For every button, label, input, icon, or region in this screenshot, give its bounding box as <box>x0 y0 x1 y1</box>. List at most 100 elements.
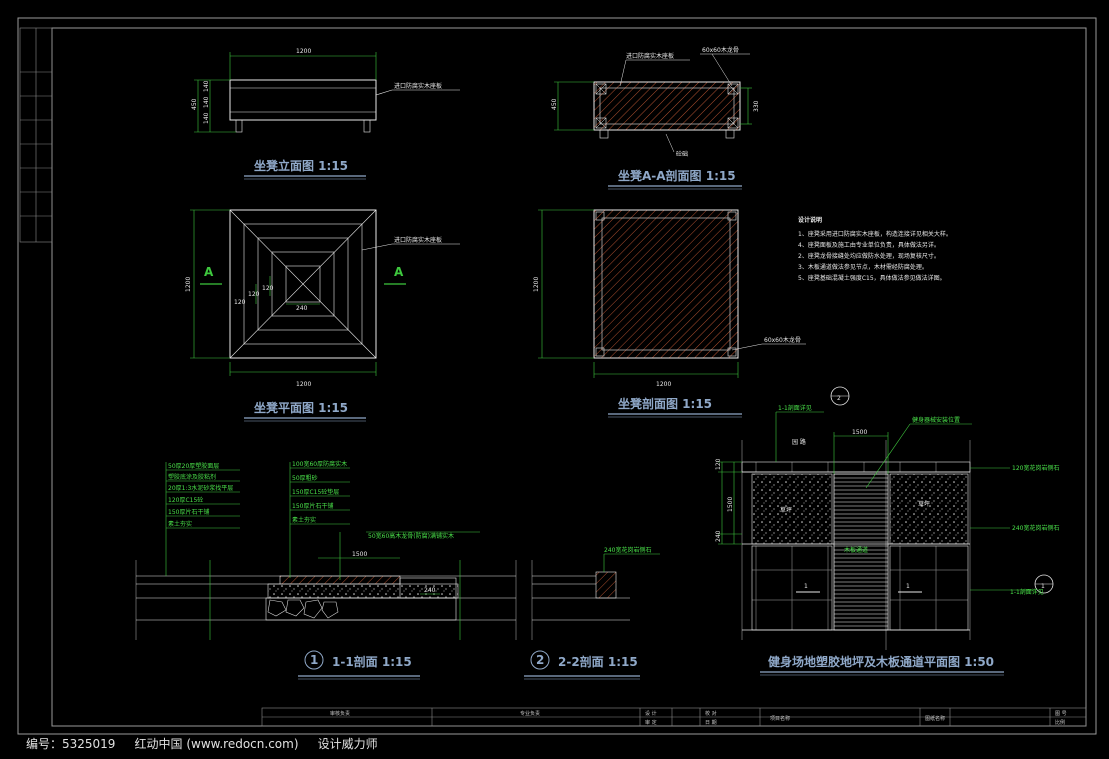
bench-elevation-text: 1200 450 140 140 140 进口防腐实木座板 坐凳立面图 1:15 <box>191 48 442 173</box>
bench-plan-text: A A 1200 1200 120 120 120 240 进口防腐实木座板 坐… <box>185 236 442 415</box>
fit-side1-label: 120宽花岗岩侧石 <box>1012 464 1059 472</box>
design-notes: 设计说明 1、座凳采用进口防腐实木座板，构造连接详见相关大样。 4、座凳面板及施… <box>798 216 952 282</box>
bench-cut-plan-text: 1200 1200 60x60木龙骨 坐凳剖面图 1:15 <box>533 277 801 411</box>
fitness-plan-drawing <box>718 386 1054 650</box>
tb-cell-7: 图 号 <box>1055 711 1067 717</box>
cut-frame-note: 60x60木龙骨 <box>764 336 801 344</box>
dim-plan-c: 120 <box>262 285 274 292</box>
section22-note: 240宽花岗岩侧石 <box>604 546 651 554</box>
layer-left: 20厚1:3水泥砂浆找平层 <box>168 484 233 492</box>
section-11-text: 50厚20厚塑胶面层 塑胶底涂及胶粘剂 20厚1:3水泥砂浆找平层 120厚C1… <box>168 460 454 670</box>
fit-grass-left: 草坪 <box>780 506 792 514</box>
design-note-line: 4、座凳面板及施工由专业单位负责，具体做法另详。 <box>798 241 940 249</box>
dim-elev-width: 1200 <box>296 48 311 55</box>
title-block <box>261 707 1087 727</box>
design-note-line: 3、木板通道做法参见节点，木材需经防腐处理。 <box>798 263 928 271</box>
dim-elev-sub2: 140 <box>203 96 210 108</box>
dim-elev-sub3: 140 <box>203 112 210 124</box>
section-22-text: 240宽花岗岩侧石 2 2-2剖面 1:15 <box>530 546 651 670</box>
tb-cell-0: 审核负责 <box>330 710 350 717</box>
fit-grass-right: 草坪 <box>918 500 930 508</box>
dim-fit-h1: 120 <box>715 458 722 470</box>
aa-wood-note: 进口防腐实木座板 <box>626 52 674 60</box>
caption-bench-plan: 坐凳平面图 1:15 <box>254 400 348 415</box>
tb-cell-4: 校 对 <box>705 710 717 717</box>
fit-mark-detail-label: 1-1剖面详见 <box>778 404 812 412</box>
dim-elev-sub1: 140 <box>203 80 210 92</box>
layer-mid: 150厚C15砼垫层 <box>292 488 339 496</box>
layer-left: 塑胶底涂及胶粘剂 <box>168 473 216 481</box>
layer-mid: 100宽60厚防腐实木 <box>292 460 347 468</box>
caption-section-11: 1-1剖面 1:15 <box>332 654 412 669</box>
tb-cell-6: 图纸名称 <box>925 715 945 722</box>
dim-plan-d: 240 <box>296 305 308 312</box>
wood-joist-label: 50宽60高木龙骨(防腐)满铺实木 <box>368 532 454 540</box>
section-22-num: 2 <box>536 653 544 667</box>
plan-mark-a-left: A <box>204 265 214 279</box>
fit-detail-label: 1-1剖面详见 <box>1010 588 1044 596</box>
fitness-plan-text: 1-1剖面详见 2 健身器械安装位置 1500 园 路 120 1500 240… <box>715 395 1059 669</box>
dim-section-inner: 330 <box>753 100 760 112</box>
tb-cell-2: 设 计 <box>645 710 657 717</box>
fit-mark-2: 2 <box>837 395 841 402</box>
layer-mid: 素土夯实 <box>292 516 316 524</box>
dim-sec11-right: 240 <box>424 587 436 594</box>
fit-top-label: 健身器械安装位置 <box>912 416 960 424</box>
tb-cell-3: 审 定 <box>645 719 657 726</box>
elev-wood-note: 进口防腐实木座板 <box>394 82 442 90</box>
tb-cell-8: 日 期 <box>705 720 717 726</box>
dim-plan-width: 1200 <box>296 381 311 388</box>
tb-cell-5: 项目名称 <box>770 715 790 722</box>
revision-strip <box>19 27 53 243</box>
section-22-drawing <box>531 553 660 640</box>
layer-mid: 50厚粗砂 <box>292 474 318 482</box>
fit-mark-1-left: 1 <box>804 583 808 590</box>
bench-cut-plan-drawing <box>538 209 806 378</box>
layer-left: 120厚C15砼 <box>168 496 203 504</box>
caption-bench-elevation: 坐凳立面图 1:15 <box>254 158 348 173</box>
dim-sec11-width: 1500 <box>352 551 367 558</box>
tb-cell-1: 专业负责 <box>520 710 540 717</box>
dim-plan-a: 120 <box>234 299 246 306</box>
dim-elev-height: 450 <box>191 98 198 110</box>
layer-left: 50厚20厚塑胶面层 <box>168 462 219 470</box>
watermark: 编号：5325019 红动中国 (www.redocn.com) 设计威力师 <box>26 737 378 751</box>
fit-wood-label: 木板通道 <box>844 546 868 554</box>
tb-cell-9: 比例 <box>1055 719 1065 726</box>
design-notes-title: 设计说明 <box>798 216 822 224</box>
design-note-line: 5、座凳基础混凝土强度C15，具体做法参见做法详图。 <box>798 274 946 282</box>
design-note-line: 2、座凳龙骨接缝处均应做防水处理，现场复核尺寸。 <box>798 252 940 260</box>
bench-plan-drawing <box>190 209 460 376</box>
fit-mark-1-circle: 1 <box>1041 583 1045 590</box>
bench-section-aa-drawing <box>554 53 752 153</box>
dim-fit-h3: 240 <box>715 530 722 542</box>
dim-fit-width: 1500 <box>852 429 867 436</box>
dim-plan-height: 1200 <box>185 277 192 292</box>
design-note-line: 1、座凳采用进口防腐实木座板，构造连接详见相关大样。 <box>798 230 952 238</box>
layer-mid: 150厚片石干铺 <box>292 502 333 510</box>
dim-fit-h2: 1500 <box>727 497 734 512</box>
dim-cut-width: 1200 <box>656 381 671 388</box>
plan-wood-note: 进口防腐实木座板 <box>394 236 442 244</box>
fit-road-label: 园 路 <box>792 438 806 446</box>
section-11-drawing <box>135 462 517 640</box>
dim-plan-b: 120 <box>248 291 260 298</box>
dim-section-height: 450 <box>551 98 558 110</box>
section-11-num: 1 <box>310 653 318 667</box>
aa-frame-note: 60x60木龙骨 <box>702 46 739 54</box>
caption-section-22: 2-2剖面 1:15 <box>558 654 638 669</box>
dim-cut-height: 1200 <box>533 277 540 292</box>
bench-elevation-drawing <box>194 52 460 133</box>
title-block-text: 审核负责 专业负责 设 计 审 定 校 对 项目名称 图纸名称 图 号 日 期 … <box>330 710 1067 726</box>
caption-fitness-plan: 健身场地塑胶地坪及木板通道平面图 1:50 <box>768 654 994 669</box>
fit-mark-1-right: 1 <box>906 583 910 590</box>
layer-left: 素土夯实 <box>168 520 192 528</box>
caption-bench-cut-plan: 坐凳剖面图 1:15 <box>618 396 712 411</box>
layer-left: 150厚片石干铺 <box>168 508 209 516</box>
aa-base-note: 砼础 <box>676 150 688 158</box>
bench-section-aa-text: 450 330 进口防腐实木座板 60x60木龙骨 砼础 坐凳A-A剖面图 1:… <box>551 46 760 183</box>
fit-side2-label: 240宽花岗岩侧石 <box>1012 524 1059 532</box>
plan-mark-a-right: A <box>394 265 404 279</box>
caption-bench-section-aa: 坐凳A-A剖面图 1:15 <box>618 168 736 183</box>
